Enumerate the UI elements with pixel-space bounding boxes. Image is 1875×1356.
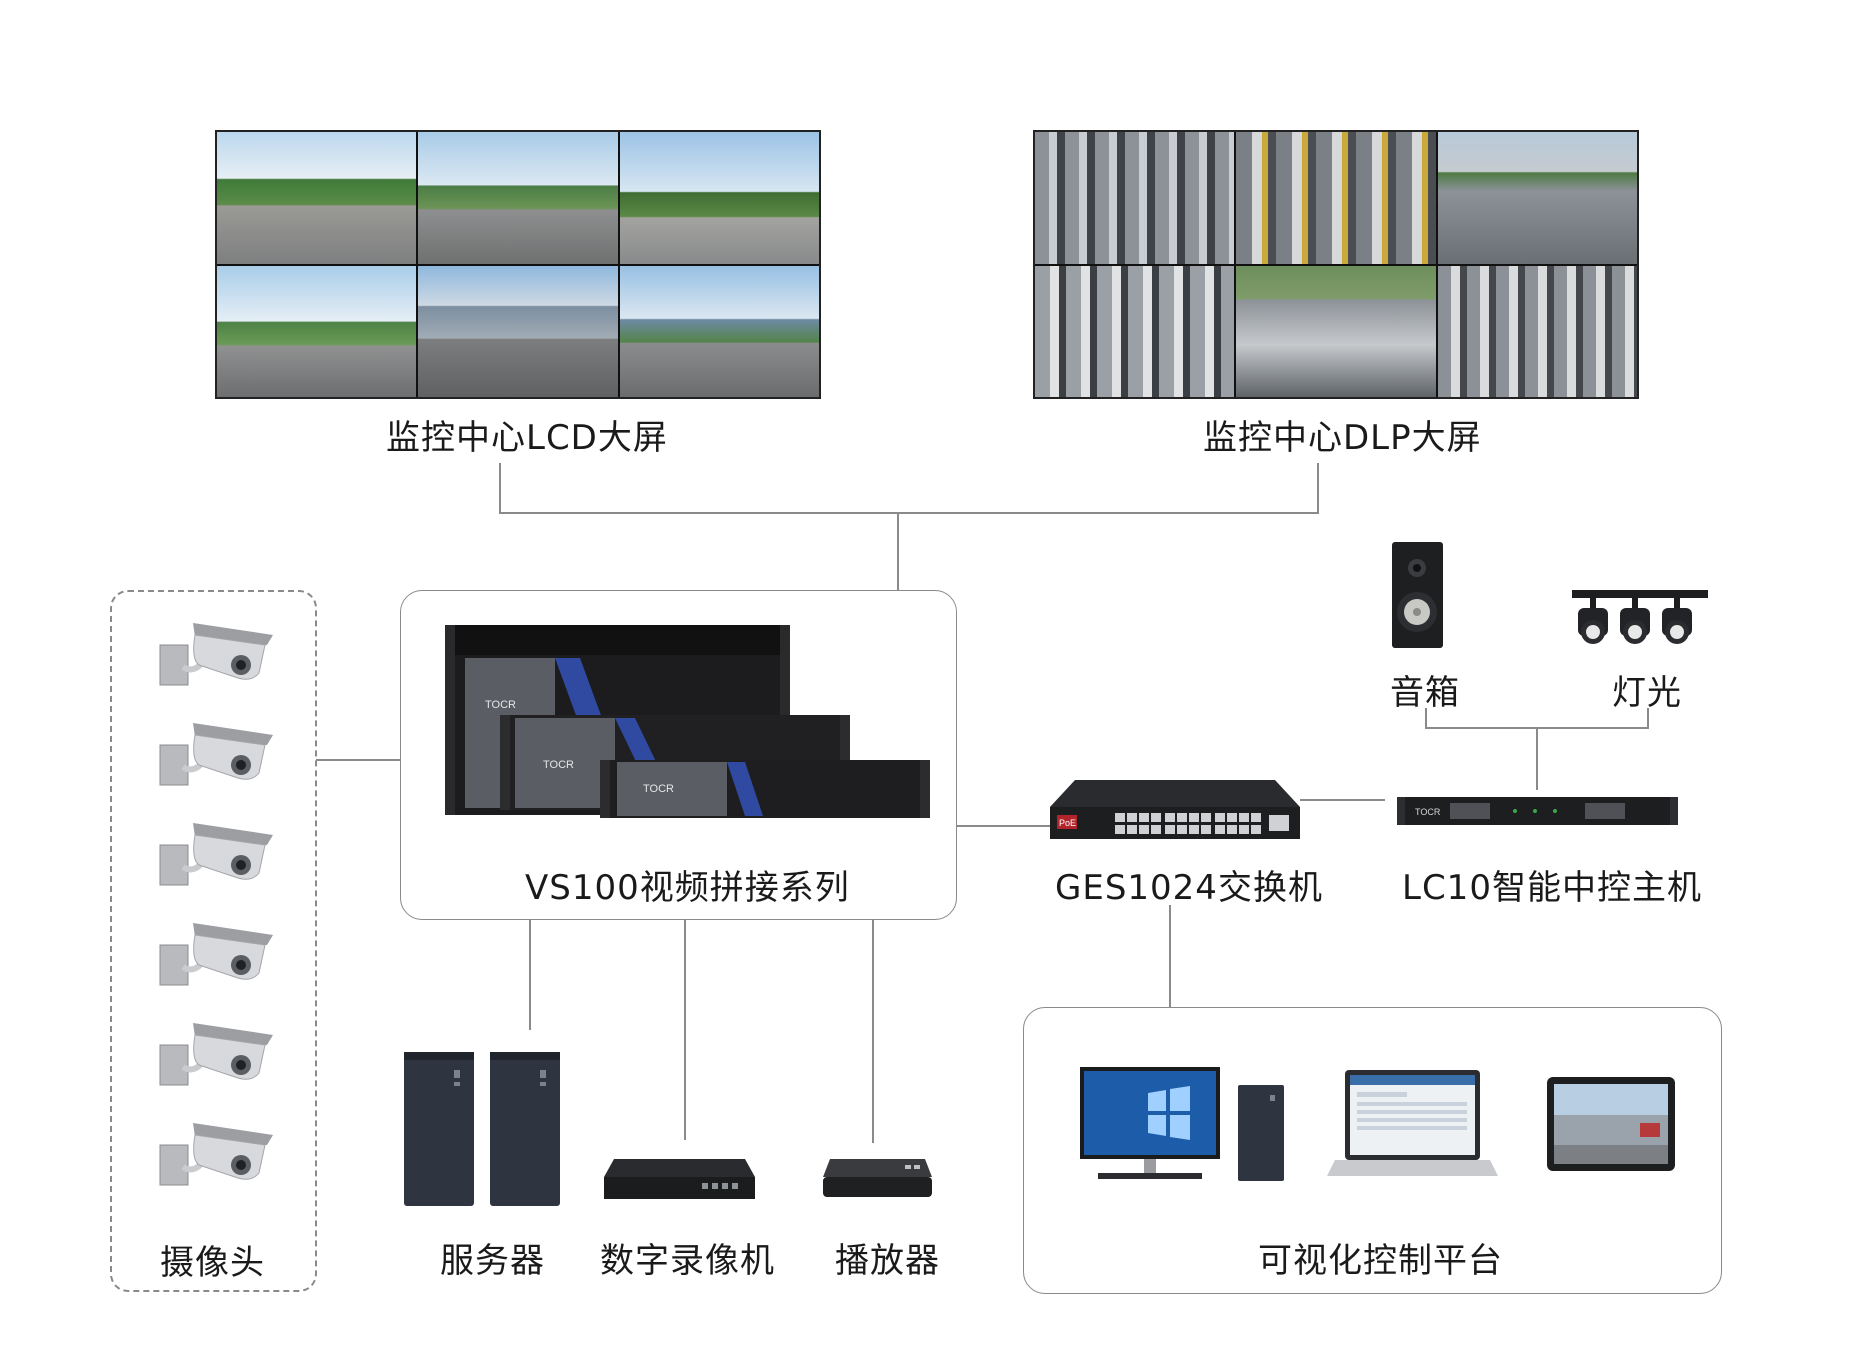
camera-6 (155, 1115, 280, 1195)
server-device (404, 1052, 560, 1206)
vs100-logo-3: TOCR (643, 783, 674, 795)
vs100-logo-1: TOCR (485, 699, 516, 711)
dlp-tile-1 (1035, 132, 1235, 264)
camera-1 (155, 615, 280, 695)
vs100-logo-2: TOCR (543, 759, 574, 771)
dvr-device (604, 1159, 755, 1199)
cameras-group (110, 590, 317, 1292)
dvr-label: 数字录像机 (600, 1241, 775, 1281)
dlp-tile-3 (1437, 132, 1637, 264)
dlp-video-wall (1033, 130, 1639, 399)
lcd-tile-park (619, 132, 819, 264)
switch-label: GES1024交换机 (1055, 868, 1323, 908)
ges1024-switch-device: PoE (1050, 780, 1300, 839)
lcd-video-wall (215, 130, 821, 399)
dlp-tile-2 (1236, 132, 1436, 264)
vs100-device-stack: TOCR TOCR TOCR (445, 625, 930, 818)
dlp-tile-4 (1035, 265, 1235, 397)
vs100-label: VS100视频拼接系列 (525, 868, 850, 908)
lc10-label: LC10智能中控主机 (1402, 868, 1702, 908)
tablet-device (1547, 1077, 1675, 1171)
camera-2 (155, 715, 280, 795)
player-device (823, 1159, 932, 1197)
lc10-logo: TOCR (1415, 807, 1441, 817)
speaker-device (1392, 542, 1443, 648)
lcd-tile-city (418, 132, 618, 264)
camera-4 (155, 915, 280, 995)
lcd-tile-road (217, 132, 417, 264)
speaker-label: 音箱 (1390, 673, 1460, 713)
laptop-device (1327, 1070, 1498, 1176)
line-walls-bracket (499, 463, 1319, 514)
dlp-wall-label: 监控中心DLP大屏 (1203, 418, 1482, 458)
cameras-label: 摄像头 (160, 1243, 265, 1283)
lc10-controller-device: TOCR (1397, 797, 1678, 825)
server-label: 服务器 (440, 1241, 545, 1281)
light-label: 灯光 (1612, 673, 1682, 713)
camera-5 (155, 1015, 280, 1095)
dlp-tile-5 (1236, 265, 1436, 397)
camera-3 (155, 815, 280, 895)
poe-badge: PoE (1059, 818, 1076, 828)
lcd-tile-boulevard (619, 265, 819, 397)
lcd-wall-label: 监控中心LCD大屏 (386, 418, 668, 458)
player-label: 播放器 (835, 1241, 940, 1281)
desktop-pc-device (1080, 1067, 1284, 1181)
lcd-tile-highway (217, 265, 417, 397)
light-device (1572, 590, 1708, 644)
platform-label: 可视化控制平台 (1258, 1241, 1503, 1281)
dlp-tile-6 (1437, 265, 1637, 397)
lcd-tile-downtown (418, 265, 618, 397)
